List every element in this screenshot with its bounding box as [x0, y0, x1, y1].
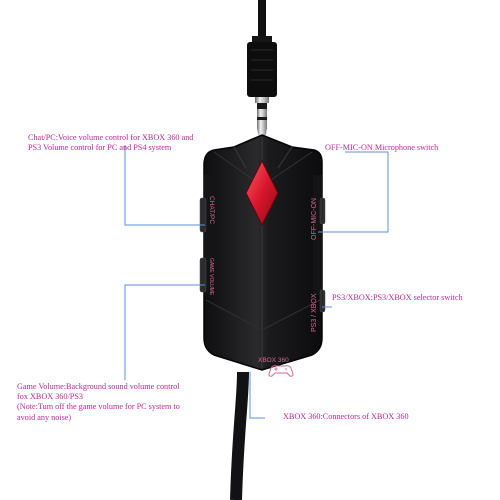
chat-volume-wheel[interactable] — [199, 197, 207, 233]
callout-selector-switch: PS3/XBOX:PS3/XBOX selector switch — [332, 293, 463, 302]
device-print-xbox360: XBOX 360 — [258, 357, 289, 364]
device-print-mic: OFF-MIC-ON — [311, 198, 318, 240]
device-print-ps3-xbox: PS3 / XBOX — [311, 293, 318, 332]
device-print-game-volume: GAME VOLUME — [208, 258, 214, 296]
mic-switch[interactable] — [319, 197, 326, 225]
selector-switch[interactable] — [319, 289, 326, 313]
audio-jack-plug — [247, 36, 277, 140]
callout-line-chat — [124, 145, 205, 226]
game-volume-wheel[interactable] — [199, 257, 207, 293]
callout-xbox-connector: XBOX 360:Connectors of XBOX 360 — [283, 412, 409, 421]
bottom-cable — [230, 371, 249, 500]
red-diamond-logo-icon — [245, 159, 279, 227]
callout-mic-switch: OFF-MIC-ON Microphone switch — [325, 143, 439, 152]
device-print-chat-pc: CHAT/PC — [208, 196, 215, 224]
callout-line-xbox360 — [249, 372, 265, 419]
callout-chat-volume: Chat/PC:Voice volume control for XBOX 36… — [28, 133, 194, 153]
controller-body — [203, 134, 323, 371]
callout-line-mic — [318, 151, 389, 233]
callout-game-volume: Game Volume:Background sound volume cont… — [17, 382, 180, 422]
callout-lines — [124, 145, 389, 419]
gamepad-icon — [268, 365, 294, 377]
callout-line-game — [124, 284, 205, 380]
